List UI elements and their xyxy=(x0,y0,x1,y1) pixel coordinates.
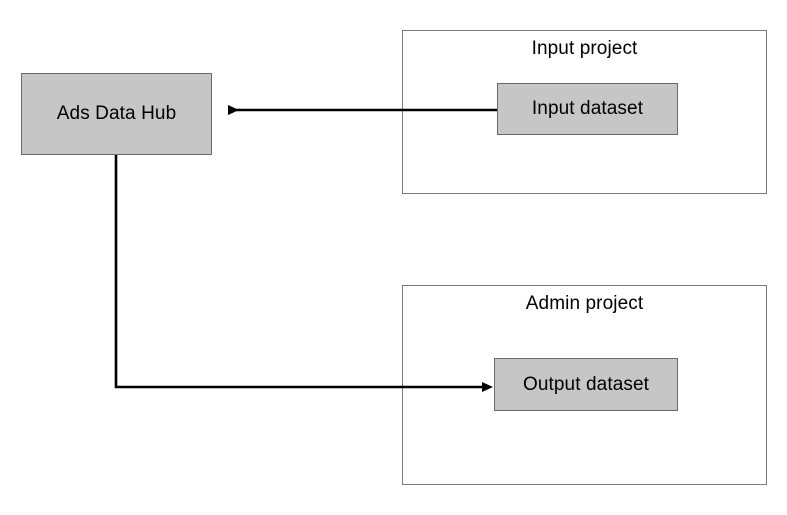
admin-project-container[interactable]: Admin project xyxy=(402,285,767,485)
connector-ads-data-hub-to-output-dataset[interactable] xyxy=(114,155,493,392)
admin-project-label: Admin project xyxy=(525,293,644,314)
ads-data-hub-label: Ads Data Hub xyxy=(56,103,177,124)
input-dataset-node[interactable]: Input dataset xyxy=(497,83,678,135)
output-dataset-label: Output dataset xyxy=(522,373,650,395)
output-dataset-node[interactable]: Output dataset xyxy=(494,358,678,411)
ads-data-hub-node[interactable]: Ads Data Hub xyxy=(21,73,212,155)
input-project-label: Input project xyxy=(531,38,638,59)
input-project-container[interactable]: Input project xyxy=(402,30,767,194)
input-dataset-label: Input dataset xyxy=(531,98,644,119)
